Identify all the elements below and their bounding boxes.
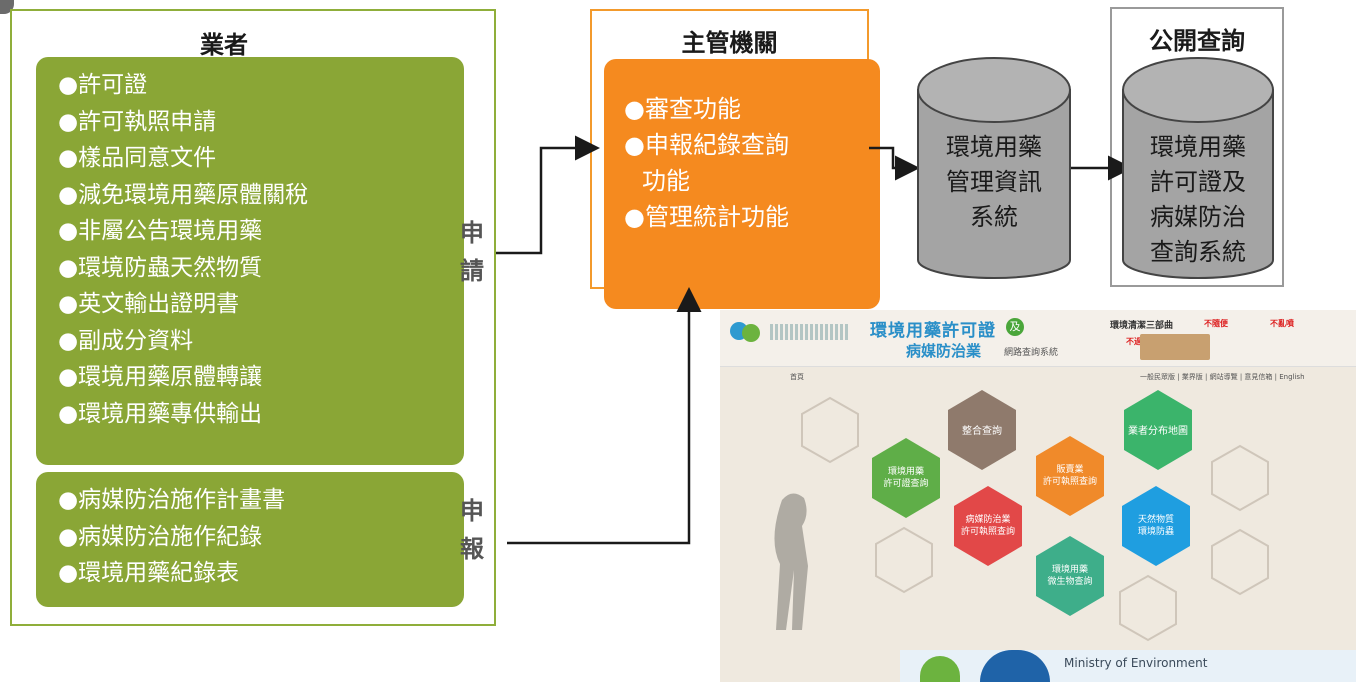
authority-to-db-arrow <box>869 146 920 181</box>
hex-env-license-button[interactable] <box>872 438 940 518</box>
hex-natural-label: 天然物質 環境防蟲 <box>1137 515 1174 537</box>
list-item: ●申報紀錄查詢 <box>624 131 789 159</box>
rat-hex-icon <box>1211 528 1269 596</box>
site-header: 環境用藥許可證 及 病媒防治業 網路查詢系統 環境清潔三部曲 不隨便 不亂噴 不… <box>720 310 1356 367</box>
site-title-2: 病媒防治業 <box>906 342 982 360</box>
vendor-title: 業者 <box>200 31 248 59</box>
authority-function-box: ●審查功能 ●申報紀錄查詢 功能 ●管理統計功能 <box>604 59 880 309</box>
db-line: 查詢系統 <box>1150 238 1246 266</box>
top-links[interactable]: 一般民眾版 | 業界版 | 網站導覽 | 意見信箱 | English <box>1140 373 1305 381</box>
hex-microbe-button[interactable] <box>1036 536 1104 616</box>
breadcrumb[interactable]: 首頁 <box>790 373 804 381</box>
management-db-cylinder <box>917 57 1071 279</box>
list-item: ●樣品同意文件 <box>58 145 217 171</box>
authority-title: 主管機關 <box>681 29 778 57</box>
hex-natural-button[interactable] <box>1122 486 1190 566</box>
report-arrow <box>507 287 702 545</box>
list-item: ●環境用藥紀錄表 <box>58 560 240 586</box>
hex-integrated-label: 整合查詢 <box>962 426 1002 437</box>
report-label-text: 申報 <box>460 497 484 563</box>
list-item: ●非屬公告環境用藥 <box>58 218 263 244</box>
list-item: ●病媒防治施作計畫書 <box>58 487 286 513</box>
site-title-suffix: 網路查詢系統 <box>1004 348 1059 358</box>
insects-hex-icon <box>875 526 933 594</box>
slogan: 環境清潔三部曲 <box>1110 321 1174 331</box>
db-line: 環境用藥 <box>1150 133 1246 161</box>
db-line: 許可證及 <box>1150 168 1246 196</box>
footer-leaf-icon <box>920 656 960 682</box>
public-db-cylinder <box>1122 57 1274 279</box>
vendor-apply-box: ●許可證 ●許可執照申請 ●樣品同意文件 ●減免環境用藥原體關稅 ●非屬公告環境… <box>36 57 464 465</box>
hex-microbe-label: 環境用藥 微生物查詢 <box>1047 565 1093 587</box>
slogan-tag: 不亂噴 <box>1270 319 1294 328</box>
db-line: 環境用藥 <box>946 133 1042 161</box>
hex-sales-license-button[interactable] <box>1036 436 1104 516</box>
mosquito-hex-icon <box>801 396 859 464</box>
hex-sales-license-label: 販賣業 許可執照查詢 <box>1042 465 1097 487</box>
cockroach-hex-icon <box>1211 444 1269 512</box>
db-line: 管理資訊 <box>946 168 1042 196</box>
site-title-1: 環境用藥許可證 <box>870 321 996 341</box>
site-footer: Ministry of Environment <box>900 650 1356 682</box>
website-screenshot: 環境用藥許可證 及 病媒防治業 網路查詢系統 環境清潔三部曲 不隨便 不亂噴 不… <box>720 310 1356 682</box>
list-item: ●病媒防治施作紀錄 <box>58 523 263 550</box>
sprayer-silhouette-icon <box>774 493 808 630</box>
management-db-label: 環境用藥 管理資訊 系統 <box>918 130 1070 235</box>
list-item: ●環境用藥專供輸出 <box>58 400 263 427</box>
list-item: ●審查功能 <box>624 95 741 123</box>
hex-menu <box>774 390 1269 642</box>
list-item: ●副成分資料 <box>58 327 194 354</box>
public-db-label: 環境用藥 許可證及 病媒防治 查詢系統 <box>1123 130 1273 270</box>
ministry-logo-text <box>770 324 850 340</box>
db-line: 系統 <box>970 203 1018 231</box>
db-line: 病媒防治 <box>1150 203 1246 231</box>
list-item: ●許可證 <box>58 72 148 98</box>
hex-vendor-map-label: 業者分布地圖 <box>1128 426 1188 437</box>
products-hex-icon <box>1119 574 1177 642</box>
list-item: ●管理統計功能 <box>624 203 789 231</box>
footer-logo-icon <box>980 650 1050 682</box>
hex-pest-license-label: 病媒防治業 許可執照查詢 <box>960 515 1015 537</box>
boxes-illustration-icon <box>1140 334 1210 360</box>
list-item: ●英文輸出證明書 <box>58 291 240 317</box>
report-label: 申報 <box>452 492 492 568</box>
hex-integrated-button[interactable] <box>948 390 1016 470</box>
slogan-tag: 不隨便 <box>1204 319 1228 328</box>
footer-ministry-name: Ministry of Environment <box>1064 656 1208 670</box>
list-item: ●減免環境用藥原體關稅 <box>58 181 309 208</box>
apply-label-text: 申請 <box>460 219 484 285</box>
slogan-tag: 不過量 <box>1126 337 1150 346</box>
apply-label: 申請 <box>452 214 492 290</box>
vendor-report-box: ●病媒防治施作計畫書 ●病媒防治施作紀錄 ●環境用藥紀錄表 <box>36 472 464 607</box>
list-item: ●許可執照申請 <box>58 108 217 135</box>
apply-arrow <box>496 135 600 255</box>
site-title-and: 及 <box>1006 318 1024 336</box>
hex-env-license-label: 環境用藥 許可證查詢 <box>883 467 929 489</box>
list-item: ●環境防蟲天然物質 <box>58 254 263 281</box>
vendor-panel: 業者 ●許可證 ●許可執照申請 ●樣品同意文件 ●減免環境用藥原體關稅 ●非屬公… <box>10 9 496 626</box>
hex-pest-license-button[interactable] <box>954 486 1022 566</box>
logo-icon <box>730 322 764 344</box>
list-item: ●環境用藥原體轉讓 <box>58 364 263 390</box>
public-title: 公開查詢 <box>1149 27 1245 55</box>
list-item: 功能 <box>642 167 690 195</box>
hex-vendor-map-button[interactable] <box>1124 390 1192 470</box>
